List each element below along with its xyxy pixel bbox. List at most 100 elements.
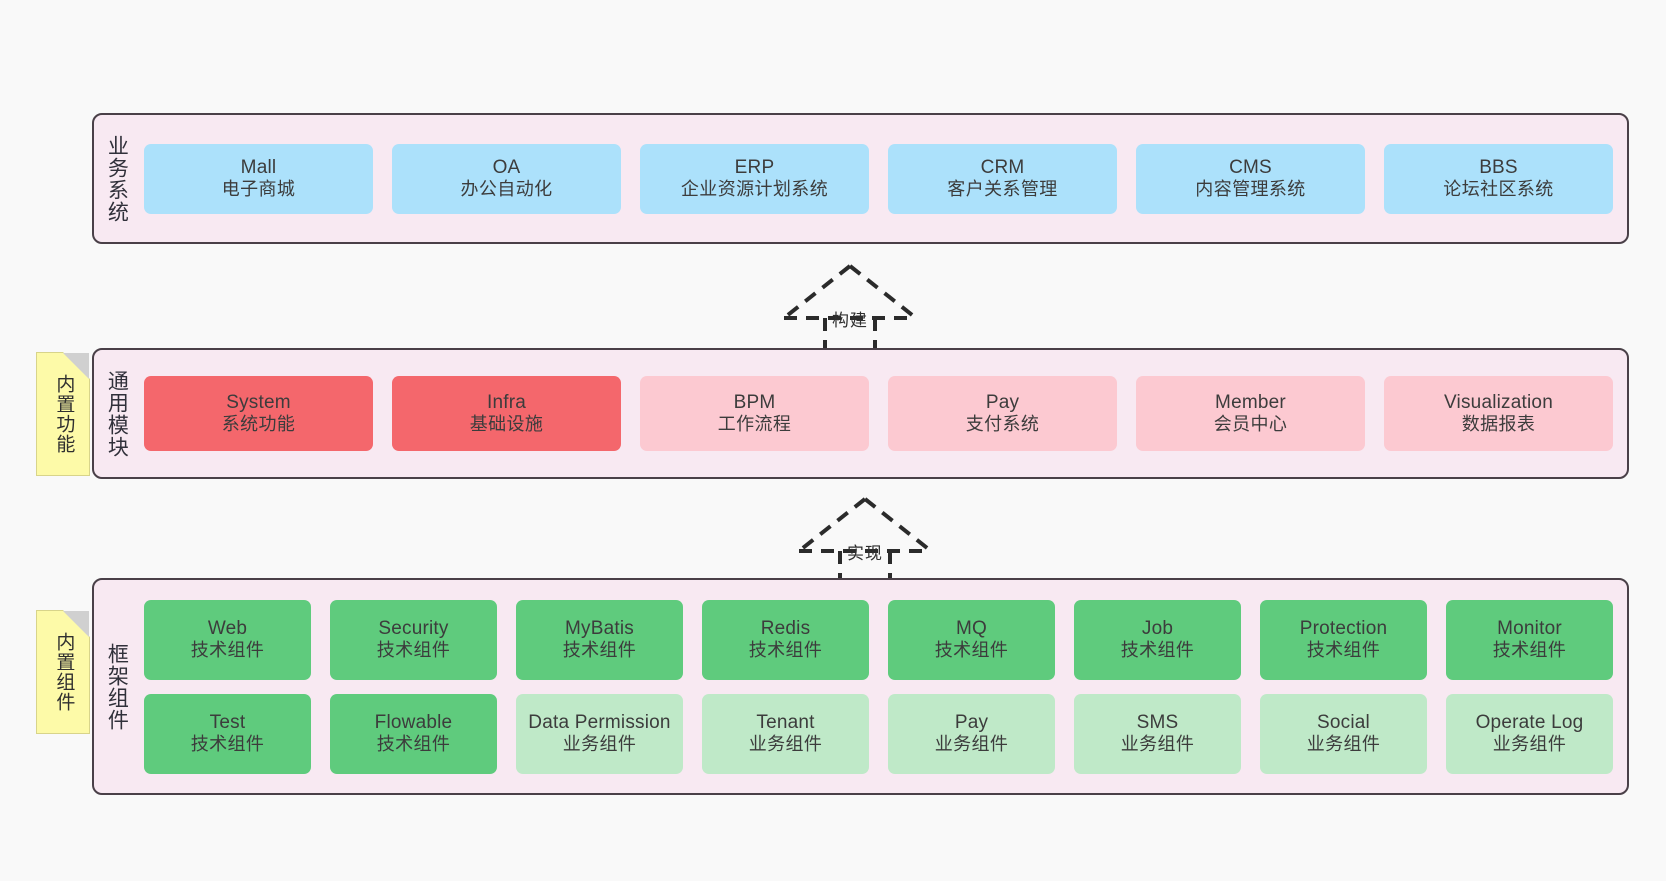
card-security[interactable]: Security 技术组件 <box>330 599 497 680</box>
card-title-cn: 技术组件 <box>376 640 451 661</box>
card-title-en: Pay <box>954 711 989 733</box>
card-row: System 系统功能 Infra 基础设施 BPM 工作流程 Pay 支付系统… <box>144 376 1613 451</box>
card-flowable[interactable]: Flowable 技术组件 <box>330 693 497 774</box>
arrowhead-right-edge <box>863 497 933 553</box>
card-title-cn: 客户关系管理 <box>947 179 1058 200</box>
card-title-cn: 技术组件 <box>190 734 265 755</box>
note-builtin-function[interactable]: 内置功能 <box>36 352 90 476</box>
card-monitor[interactable]: Monitor 技术组件 <box>1446 599 1613 680</box>
card-title-en: Member <box>1215 391 1286 413</box>
card-title-cn: 基础设施 <box>469 414 544 435</box>
card-title-en: OA <box>492 156 521 178</box>
card-title-cn: 技术组件 <box>376 734 451 755</box>
connector-label-build: 构建 <box>832 311 868 330</box>
card-title-en: ERP <box>734 156 775 178</box>
card-title-cn: 业务组件 <box>1306 734 1381 755</box>
card-title-cn: 技术组件 <box>1120 640 1195 661</box>
card-title-cn: 业务组件 <box>748 734 823 755</box>
card-title-en: Social <box>1317 711 1370 733</box>
card-title-cn: 内容管理系统 <box>1195 179 1306 200</box>
card-title-en: Test <box>209 711 246 733</box>
card-title-cn: 会员中心 <box>1213 414 1288 435</box>
card-title-en: System <box>226 391 291 413</box>
card-system[interactable]: System 系统功能 <box>144 376 373 451</box>
card-title-cn: 业务组件 <box>1120 734 1195 755</box>
card-title-cn: 论坛社区系统 <box>1443 179 1554 200</box>
card-title-cn: 技术组件 <box>190 640 265 661</box>
card-title-en: MyBatis <box>565 617 634 639</box>
layer-title-business: 业务系统 <box>105 134 129 223</box>
card-pay-component[interactable]: Pay 业务组件 <box>888 693 1055 774</box>
card-sms[interactable]: SMS 业务组件 <box>1074 693 1241 774</box>
card-title-en: SMS <box>1136 711 1179 733</box>
card-title-en: MQ <box>955 617 987 639</box>
card-title-en: Protection <box>1299 617 1388 639</box>
card-title-cn: 技术组件 <box>748 640 823 661</box>
card-operate-log[interactable]: Operate Log 业务组件 <box>1446 693 1613 774</box>
card-title-en: Redis <box>760 617 811 639</box>
card-title-cn: 技术组件 <box>1492 640 1567 661</box>
card-title-en: CRM <box>980 156 1025 178</box>
card-title-en: Data Permission <box>528 711 671 733</box>
layer-business-system[interactable]: 业务系统 Mall 电子商城 OA 办公自动化 ERP 企业资源计划系统 CRM… <box>92 113 1629 244</box>
card-member[interactable]: Member 会员中心 <box>1136 376 1365 451</box>
card-pay-module[interactable]: Pay 支付系统 <box>888 376 1117 451</box>
card-test[interactable]: Test 技术组件 <box>144 693 311 774</box>
arrowhead-left-edge <box>797 497 867 553</box>
card-title-cn: 数据报表 <box>1461 414 1536 435</box>
card-crm[interactable]: CRM 客户关系管理 <box>888 143 1117 214</box>
card-cms[interactable]: CMS 内容管理系统 <box>1136 143 1365 214</box>
card-title-cn: 办公自动化 <box>460 179 553 200</box>
card-title-cn: 技术组件 <box>562 640 637 661</box>
card-row: Mall 电子商城 OA 办公自动化 ERP 企业资源计划系统 CRM 客户关系… <box>144 143 1613 214</box>
note-label: 内置组件 <box>53 632 75 712</box>
layer-body-common: System 系统功能 Infra 基础设施 BPM 工作流程 Pay 支付系统… <box>138 350 1627 477</box>
card-mybatis[interactable]: MyBatis 技术组件 <box>516 599 683 680</box>
card-title-cn: 支付系统 <box>965 414 1040 435</box>
layer-body-framework: Web 技术组件 Security 技术组件 MyBatis 技术组件 Redi… <box>138 580 1627 793</box>
card-erp[interactable]: ERP 企业资源计划系统 <box>640 143 869 214</box>
layer-title-framework: 框架组件 <box>105 642 129 731</box>
card-infra[interactable]: Infra 基础设施 <box>392 376 621 451</box>
card-protection[interactable]: Protection 技术组件 <box>1260 599 1427 680</box>
card-title-en: BBS <box>1479 156 1518 178</box>
card-visualization[interactable]: Visualization 数据报表 <box>1384 376 1613 451</box>
card-oa[interactable]: OA 办公自动化 <box>392 143 621 214</box>
card-data-permission[interactable]: Data Permission 业务组件 <box>516 693 683 774</box>
card-title-en: Operate Log <box>1475 711 1584 733</box>
card-redis[interactable]: Redis 技术组件 <box>702 599 869 680</box>
note-label: 内置功能 <box>53 374 75 454</box>
card-title-en: Pay <box>985 391 1020 413</box>
card-row: Web 技术组件 Security 技术组件 MyBatis 技术组件 Redi… <box>144 599 1613 680</box>
card-title-cn: 技术组件 <box>1306 640 1381 661</box>
card-title-cn: 业务组件 <box>934 734 1009 755</box>
connector-build: 构建 <box>770 262 930 362</box>
card-title-en: Web <box>207 617 248 639</box>
layer-body-business: Mall 电子商城 OA 办公自动化 ERP 企业资源计划系统 CRM 客户关系… <box>138 115 1627 242</box>
card-mq[interactable]: MQ 技术组件 <box>888 599 1055 680</box>
layer-common-module[interactable]: 通用模块 System 系统功能 Infra 基础设施 BPM 工作流程 Pay… <box>92 348 1629 479</box>
card-tenant[interactable]: Tenant 业务组件 <box>702 693 869 774</box>
card-title-en: Monitor <box>1497 617 1562 639</box>
card-title-cn: 系统功能 <box>221 414 296 435</box>
card-title-en: Infra <box>486 391 527 413</box>
card-web[interactable]: Web 技术组件 <box>144 599 311 680</box>
arrowhead-right-edge <box>848 264 918 320</box>
layer-framework-component[interactable]: 框架组件 Web 技术组件 Security 技术组件 MyBatis 技术组件… <box>92 578 1629 795</box>
card-title-cn: 业务组件 <box>1492 734 1567 755</box>
card-bbs[interactable]: BBS 论坛社区系统 <box>1384 143 1613 214</box>
card-title-cn: 电子商城 <box>221 179 296 200</box>
arrowhead-left-edge <box>782 264 852 320</box>
note-builtin-component[interactable]: 内置组件 <box>36 610 90 734</box>
card-mall[interactable]: Mall 电子商城 <box>144 143 373 214</box>
layer-title-common: 通用模块 <box>105 369 129 458</box>
card-row: Test 技术组件 Flowable 技术组件 Data Permission … <box>144 693 1613 774</box>
card-title-en: Mall <box>240 156 277 178</box>
card-title-en: Tenant <box>756 711 815 733</box>
connector-label-implement: 实现 <box>847 544 883 563</box>
card-job[interactable]: Job 技术组件 <box>1074 599 1241 680</box>
card-title-en: Flowable <box>374 711 453 733</box>
card-title-cn: 技术组件 <box>934 640 1009 661</box>
card-bpm[interactable]: BPM 工作流程 <box>640 376 869 451</box>
card-social[interactable]: Social 业务组件 <box>1260 693 1427 774</box>
